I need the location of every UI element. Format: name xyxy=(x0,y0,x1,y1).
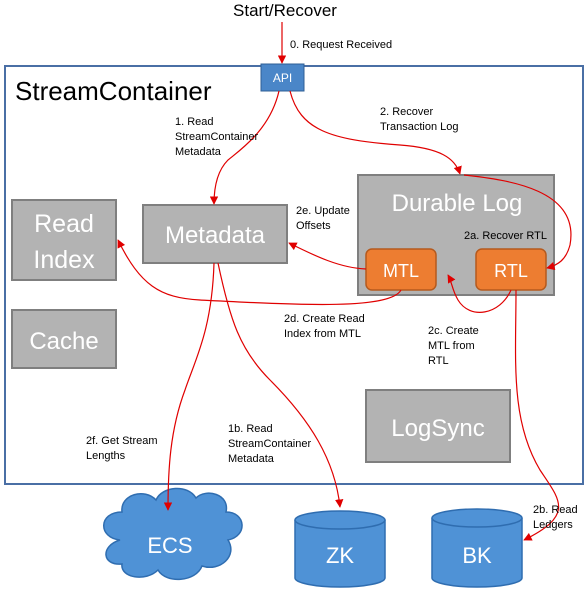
edge-label-2d: 2d. Create Read Index from MTL xyxy=(284,313,365,340)
edge-label-2: 2. Recover Transaction Log xyxy=(380,106,458,133)
api-label: API xyxy=(273,71,292,85)
arrow-2-recover-log xyxy=(289,90,462,175)
edge-label-2d-line1: 2d. Create Read xyxy=(284,313,365,325)
read-index-box xyxy=(11,199,117,281)
edge-label-2b-line2: Ledgers xyxy=(533,519,573,531)
edge-label-2c: 2c. Create MTL from RTL xyxy=(428,325,479,367)
edge-label-2a-line: 2a. Recover RTL xyxy=(464,230,547,242)
edge-label-2f: 2f. Get Stream Lengths xyxy=(86,435,158,462)
edge-label-2a: 2a. Recover RTL xyxy=(464,230,547,242)
metadata-box xyxy=(142,204,288,264)
bk-label: BK xyxy=(462,543,492,568)
edge-label-2f-line2: Lengths xyxy=(86,450,126,462)
ecs-label: ECS xyxy=(147,533,192,558)
edge-label-1-line2: StreamContainer xyxy=(175,131,258,143)
read-index-label-line1: Read xyxy=(34,210,94,238)
api-box xyxy=(260,63,305,92)
edge-label-2c-line1: 2c. Create xyxy=(428,325,479,337)
ecs-cloud: ECS xyxy=(103,487,243,580)
edge-label-2e-line2: Offsets xyxy=(296,220,331,232)
diagram-title: Start/Recover xyxy=(233,1,337,20)
cache-label: Cache xyxy=(29,328,98,355)
read-index-label-line2: Index xyxy=(33,246,95,274)
edge-label-1b: 1b. Read StreamContainer Metadata xyxy=(228,423,311,465)
arrow-2a-recover-rtl xyxy=(463,174,572,271)
rtl-label: RTL xyxy=(494,261,528,281)
arrow-1b-read-metadata-zk xyxy=(217,262,344,508)
edge-label-1b-line3: Metadata xyxy=(228,453,275,465)
mtl-label: MTL xyxy=(383,261,419,281)
arrow-2c-create-mtl xyxy=(447,274,512,313)
edge-label-1b-line2: StreamContainer xyxy=(228,438,311,450)
zk-cylinder: ZK xyxy=(294,510,386,588)
edge-label-2b: 2b. Read Ledgers xyxy=(533,504,578,531)
edge-label-0: 0. Request Received xyxy=(290,39,392,51)
bk-cylinder: BK xyxy=(431,508,523,588)
arrow-2d-create-read-index xyxy=(117,239,402,306)
edge-label-2b-line1: 2b. Read xyxy=(533,504,578,516)
edge-label-2d-line2: Index from MTL xyxy=(284,328,361,340)
logsync-label: LogSync xyxy=(391,415,484,442)
edge-label-2-line1: 2. Recover xyxy=(380,106,434,118)
durable-log-label: Durable Log xyxy=(392,190,523,217)
edge-label-1: 1. Read StreamContainer Metadata xyxy=(175,116,258,158)
edge-label-0-line: 0. Request Received xyxy=(290,39,392,51)
edge-label-2c-line3: RTL xyxy=(428,355,449,367)
arrow-2b-read-ledgers xyxy=(514,289,560,541)
edge-label-2c-line2: MTL from xyxy=(428,340,475,352)
arrow-2e-update-offsets xyxy=(288,242,367,270)
zk-label: ZK xyxy=(326,543,354,568)
stream-container-label: StreamContainer xyxy=(15,76,212,106)
edge-label-1-line1: 1. Read xyxy=(175,116,214,128)
logsync-box xyxy=(365,389,511,463)
cache-box xyxy=(11,309,117,369)
edge-label-1-line3: Metadata xyxy=(175,146,222,158)
edge-label-2f-line1: 2f. Get Stream xyxy=(86,435,158,447)
metadata-label: Metadata xyxy=(165,222,266,249)
edge-label-2-line2: Transaction Log xyxy=(380,121,458,133)
arrow-2f-get-stream-lengths xyxy=(163,262,215,511)
edge-label-2e: 2e. Update Offsets xyxy=(296,205,350,232)
edge-label-1b-line1: 1b. Read xyxy=(228,423,273,435)
edge-label-2e-line1: 2e. Update xyxy=(296,205,350,217)
arrow-1-read-metadata xyxy=(209,90,280,205)
